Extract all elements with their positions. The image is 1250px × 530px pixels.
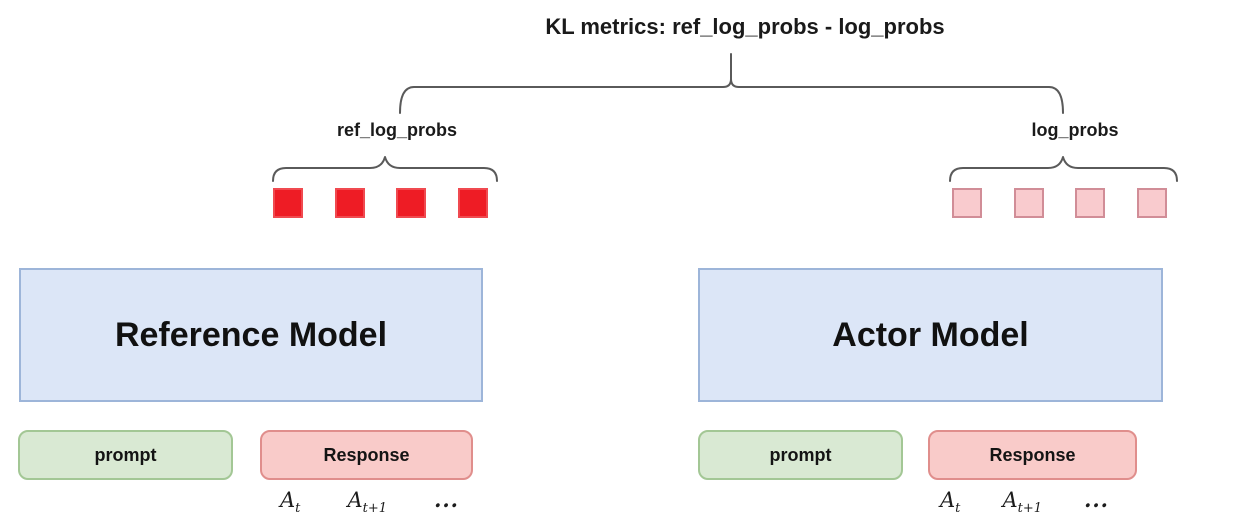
actor-prompt-box: prompt <box>698 430 903 480</box>
token-square <box>1075 188 1106 218</box>
token-square <box>334 188 365 218</box>
actor-tokens-brace <box>949 156 1178 182</box>
token-square <box>457 188 488 218</box>
actor-response-box: Response <box>928 430 1137 480</box>
ref-log-probs-label: ref_log_probs <box>336 120 458 140</box>
token-square <box>1136 188 1167 218</box>
action-ellipsis: ... <box>1084 487 1109 512</box>
action-token-at1: At+1 <box>1002 488 1043 517</box>
reference-prompt-box: prompt <box>18 430 233 480</box>
token-square <box>1013 188 1044 218</box>
reference-model-label: Reference Model <box>114 315 388 354</box>
reference-response-box: Response <box>260 430 473 480</box>
actor-response-label: Response <box>989 444 1076 465</box>
reference-prompt-label: prompt <box>94 444 157 465</box>
token-square <box>396 188 427 218</box>
reference-action-tokens: At At+1 ... <box>260 487 473 517</box>
token-square <box>952 188 982 218</box>
ref-token-row <box>273 188 488 218</box>
token-square <box>273 188 303 218</box>
actor-model-label: Actor Model <box>832 315 1029 354</box>
action-token-at: At <box>280 488 301 517</box>
action-token-at: At <box>940 488 961 517</box>
actor-token-row <box>952 188 1167 218</box>
action-ellipsis: ... <box>434 487 459 512</box>
reference-response-label: Response <box>323 444 410 465</box>
actor-action-tokens: At At+1 ... <box>928 487 1137 517</box>
log-probs-label: log_probs <box>1031 120 1119 140</box>
kl-split-brace <box>399 53 1064 114</box>
actor-prompt-label: prompt <box>769 444 832 465</box>
diagram-title: KL metrics: ref_log_probs - log_probs <box>545 14 945 39</box>
actor-model-box: Actor Model <box>698 268 1163 402</box>
reference-model-box: Reference Model <box>19 268 483 402</box>
ref-tokens-brace <box>272 156 498 182</box>
action-token-at1: At+1 <box>347 488 388 517</box>
